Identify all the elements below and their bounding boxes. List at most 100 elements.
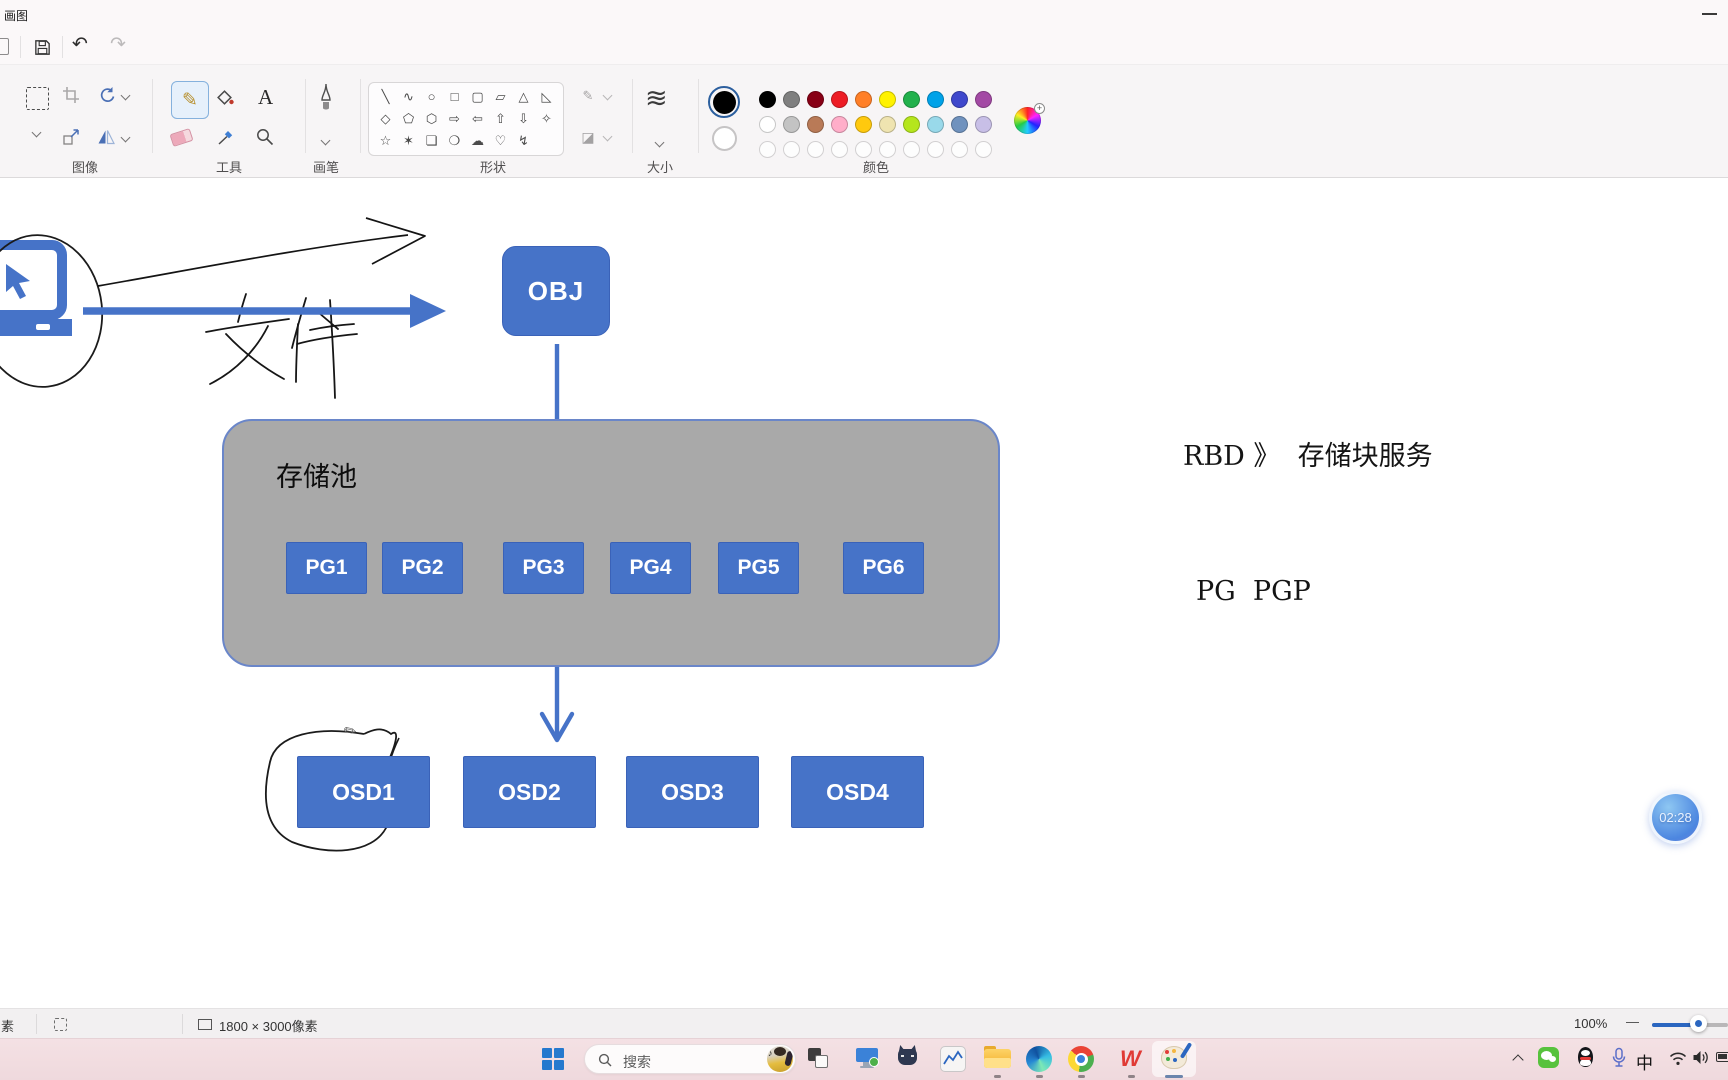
shape-curve-icon[interactable]: ∿ bbox=[403, 89, 414, 104]
shape-rounded-rectangle-icon[interactable]: ▢ bbox=[471, 89, 484, 104]
stroke-size-button[interactable]: ≋ bbox=[645, 83, 668, 113]
undo-button[interactable]: ↶ bbox=[72, 34, 88, 55]
empty-color-slot[interactable] bbox=[879, 141, 896, 158]
color-swatch[interactable] bbox=[759, 91, 776, 108]
chevron-down-icon[interactable] bbox=[120, 132, 131, 143]
task-manager-app-icon[interactable] bbox=[940, 1046, 966, 1072]
volume-tray-icon[interactable] bbox=[1692, 1049, 1710, 1066]
color2-selector[interactable] bbox=[712, 126, 737, 151]
color-swatch[interactable] bbox=[879, 91, 896, 108]
shape-callout-oval-icon[interactable]: ❍ bbox=[448, 133, 461, 148]
resize-button[interactable] bbox=[62, 128, 80, 146]
wifi-tray-icon[interactable] bbox=[1668, 1050, 1688, 1066]
chrome-browser-app-icon[interactable] bbox=[1068, 1046, 1094, 1072]
crop-button[interactable] bbox=[62, 86, 80, 104]
wechat-tray-icon[interactable] bbox=[1538, 1047, 1559, 1068]
zoom-slider-handle[interactable] bbox=[1690, 1015, 1707, 1032]
magnifier-tool-button[interactable] bbox=[255, 127, 275, 147]
color-swatch[interactable] bbox=[927, 91, 944, 108]
wps-office-app-icon[interactable]: W bbox=[1120, 1046, 1141, 1071]
shape-oval-icon[interactable]: ○ bbox=[427, 89, 436, 104]
shape-fill-button[interactable]: ◪ bbox=[581, 128, 595, 145]
color-swatch[interactable] bbox=[831, 91, 848, 108]
select-tool-button[interactable] bbox=[26, 87, 49, 110]
shape-heart-icon[interactable]: ♡ bbox=[494, 133, 507, 148]
shape-arrow-right-icon[interactable]: ⇨ bbox=[449, 111, 460, 126]
color-swatch[interactable] bbox=[903, 116, 920, 133]
paint-canvas[interactable]: 文件 OBJ 存储池 PG1 PG2 PG3 PG4 PG5 PG6 OSD1 … bbox=[0, 178, 1728, 1008]
ime-indicator[interactable]: 中 bbox=[1636, 1054, 1653, 1073]
start-button[interactable] bbox=[542, 1048, 564, 1070]
task-view-button[interactable] bbox=[808, 1048, 829, 1069]
shape-polygon-icon[interactable]: ▱ bbox=[495, 89, 506, 104]
shapes-gallery[interactable]: ╲∿○□▢▱△◺◇⬠⬡⇨⇦⇧⇩✧☆✶❏❍☁♡↯ bbox=[368, 82, 564, 156]
color-swatch[interactable] bbox=[975, 116, 992, 133]
empty-color-slot[interactable] bbox=[951, 141, 968, 158]
color-swatch[interactable] bbox=[807, 91, 824, 108]
color1-selector[interactable] bbox=[708, 86, 740, 118]
color-swatch[interactable] bbox=[783, 91, 800, 108]
shape-line-icon[interactable]: ╲ bbox=[381, 89, 390, 104]
edge-browser-app-icon[interactable] bbox=[1026, 1046, 1052, 1072]
empty-color-slot[interactable] bbox=[831, 141, 848, 158]
shape-rectangle-icon[interactable]: □ bbox=[450, 89, 459, 104]
color-swatch[interactable] bbox=[975, 91, 992, 108]
paint-app-icon[interactable] bbox=[1161, 1042, 1193, 1069]
taskbar-search[interactable]: 搜索 ♪ bbox=[584, 1044, 796, 1074]
empty-color-slot[interactable] bbox=[783, 141, 800, 158]
zoom-out-button[interactable]: — bbox=[1626, 1014, 1639, 1029]
chevron-down-icon[interactable] bbox=[654, 137, 665, 148]
color-swatch[interactable] bbox=[903, 91, 920, 108]
empty-color-slot[interactable] bbox=[975, 141, 992, 158]
color-swatch[interactable] bbox=[831, 116, 848, 133]
shape-callout-rounded-icon[interactable]: ❏ bbox=[425, 133, 438, 148]
shape-pentagon-icon[interactable]: ⬠ bbox=[402, 111, 415, 126]
shape-star4-icon[interactable]: ✧ bbox=[541, 111, 552, 126]
text-tool-button[interactable]: A bbox=[258, 85, 274, 109]
color-swatch[interactable] bbox=[879, 116, 896, 133]
color-swatch[interactable] bbox=[855, 91, 872, 108]
shape-star5-icon[interactable]: ☆ bbox=[379, 133, 392, 148]
color-swatch[interactable] bbox=[927, 116, 944, 133]
shape-arrow-down-icon[interactable]: ⇩ bbox=[518, 111, 529, 126]
color-swatch[interactable] bbox=[759, 116, 776, 133]
shape-arrow-left-icon[interactable]: ⇦ bbox=[472, 111, 483, 126]
color-picker-tool-button[interactable] bbox=[216, 127, 236, 147]
microphone-tray-icon[interactable] bbox=[1610, 1047, 1628, 1068]
flip-button[interactable] bbox=[97, 128, 116, 146]
empty-color-slot[interactable] bbox=[927, 141, 944, 158]
shape-callout-cloud-icon[interactable]: ☁ bbox=[471, 133, 484, 148]
color-swatch[interactable] bbox=[807, 116, 824, 133]
rotate-button[interactable] bbox=[97, 86, 116, 104]
empty-color-slot[interactable] bbox=[855, 141, 872, 158]
shape-triangle-icon[interactable]: △ bbox=[518, 89, 529, 104]
shape-diamond-icon[interactable]: ◇ bbox=[380, 111, 391, 126]
shape-arrow-up-icon[interactable]: ⇧ bbox=[495, 111, 506, 126]
fill-tool-button[interactable] bbox=[215, 87, 236, 108]
color-swatch[interactable] bbox=[951, 116, 968, 133]
empty-color-slot[interactable] bbox=[903, 141, 920, 158]
redo-button[interactable]: ↷ bbox=[110, 34, 126, 55]
screen-recording-timer-bubble[interactable]: 02:28 bbox=[1649, 791, 1702, 844]
minimize-button[interactable] bbox=[1702, 13, 1717, 15]
chevron-down-icon[interactable] bbox=[602, 90, 613, 101]
shape-lightning-icon[interactable]: ↯ bbox=[518, 133, 529, 148]
save-button[interactable] bbox=[30, 35, 54, 59]
shape-outline-button[interactable]: ✎ bbox=[582, 88, 594, 103]
chevron-down-icon[interactable] bbox=[120, 90, 131, 101]
color-swatch[interactable] bbox=[855, 116, 872, 133]
cat-app-icon[interactable] bbox=[898, 1045, 917, 1065]
brushes-button[interactable] bbox=[314, 83, 338, 115]
color-swatch[interactable] bbox=[951, 91, 968, 108]
clipped-paste-icon[interactable] bbox=[0, 38, 9, 55]
shape-right-triangle-icon[interactable]: ◺ bbox=[541, 89, 552, 104]
file-explorer-app-icon[interactable] bbox=[984, 1046, 1011, 1069]
empty-color-slot[interactable] bbox=[759, 141, 776, 158]
pc-settings-app-icon[interactable] bbox=[856, 1048, 880, 1070]
chevron-down-icon[interactable] bbox=[602, 131, 613, 142]
battery-tray-icon[interactable] bbox=[1716, 1052, 1728, 1062]
eraser-tool-button[interactable] bbox=[169, 128, 194, 147]
color-swatch[interactable] bbox=[783, 116, 800, 133]
empty-color-slot[interactable] bbox=[807, 141, 824, 158]
shape-hexagon-icon[interactable]: ⬡ bbox=[425, 111, 438, 126]
